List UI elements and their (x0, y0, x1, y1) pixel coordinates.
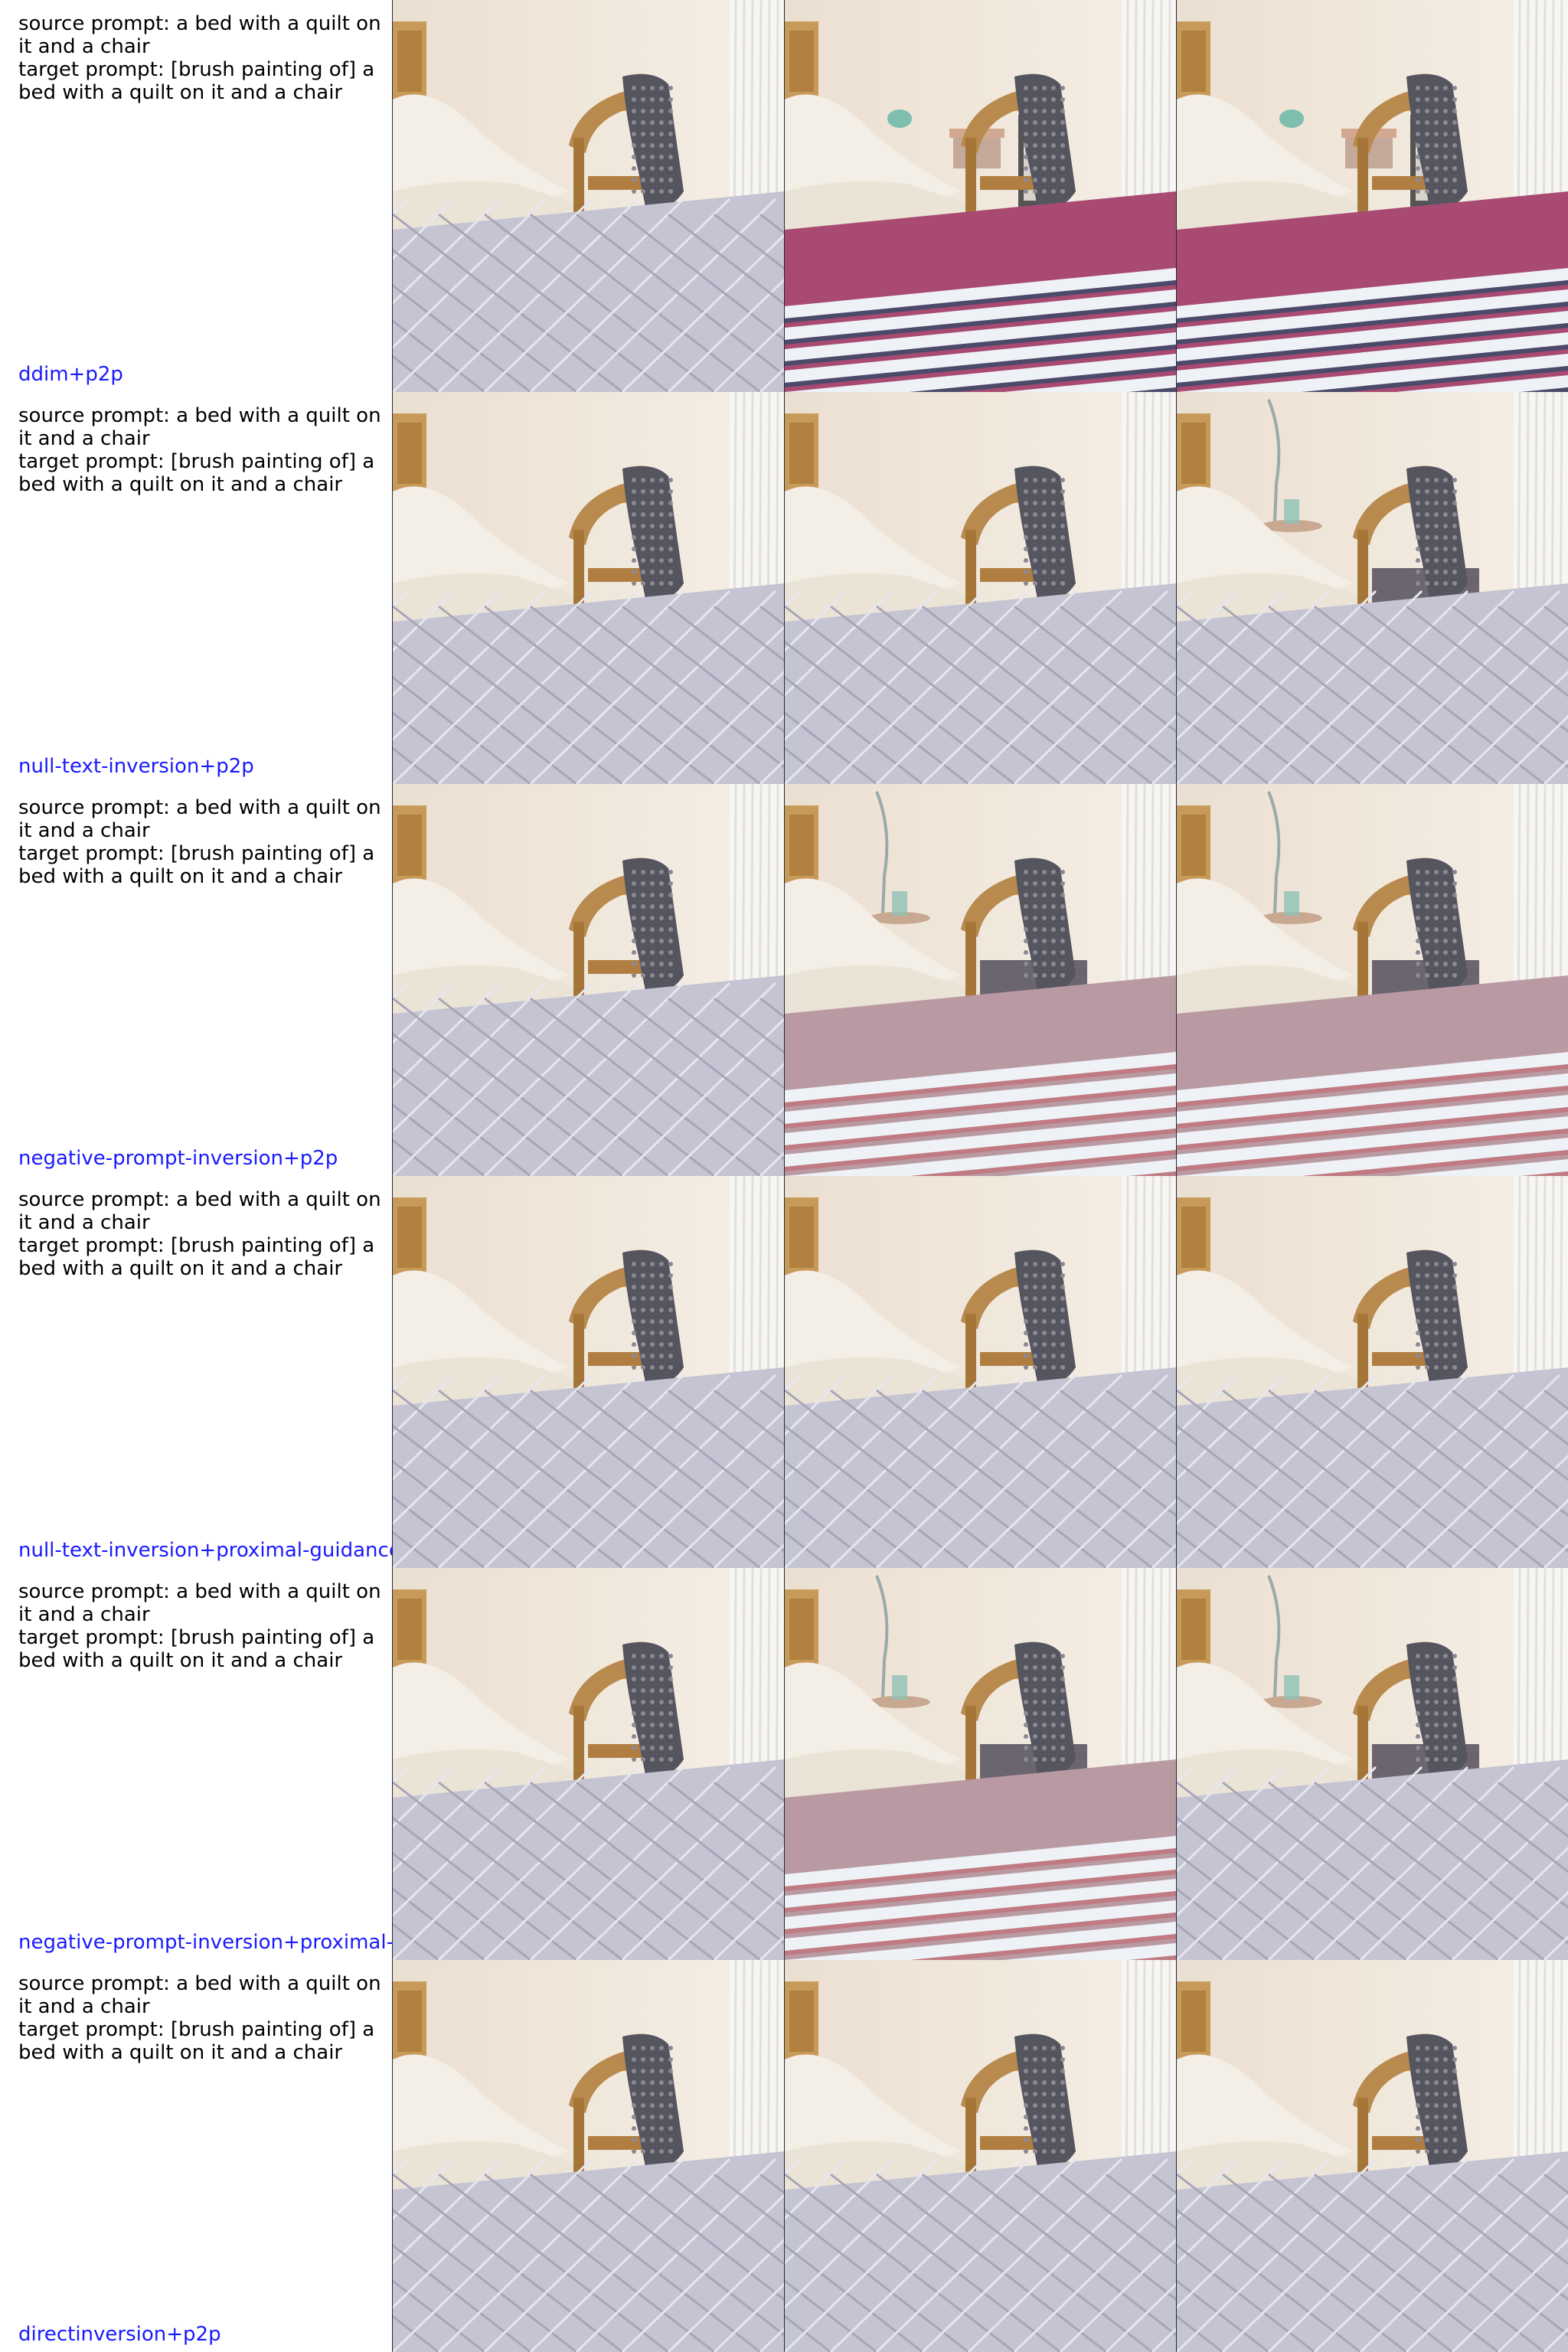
bed-image (1176, 1568, 1568, 1960)
bed-image (392, 1960, 784, 2352)
source-prompt: source prompt: a bed with a quilt on it … (18, 1580, 387, 1626)
method-label: null-text-inversion+proximal-guidance (18, 1539, 392, 1562)
bed-image (784, 0, 1176, 392)
bed-image (392, 784, 784, 1176)
method-label: null-text-inversion+p2p (18, 755, 254, 778)
bed-image (1176, 1176, 1568, 1568)
target-prompt: target prompt: [brush painting of] a bed… (18, 58, 381, 104)
prompt-text: source prompt: a bed with a quilt on it … (18, 1972, 392, 2064)
method-label: negative-prompt-inversion+proximal-guida… (18, 1931, 392, 1954)
result-row: source prompt: a bed with a quilt on it … (0, 392, 1568, 784)
result-row: source prompt: a bed with a quilt on it … (0, 1176, 1568, 1568)
row-label-cell: source prompt: a bed with a quilt on it … (0, 0, 392, 392)
bed-image (784, 1960, 1176, 2352)
row-label-cell: source prompt: a bed with a quilt on it … (0, 392, 392, 784)
prompt-text: source prompt: a bed with a quilt on it … (18, 796, 392, 888)
target-prompt: target prompt: [brush painting of] a bed… (18, 842, 381, 888)
result-row: source prompt: a bed with a quilt on it … (0, 0, 1568, 392)
bed-image (1176, 784, 1568, 1176)
row-label-cell: source prompt: a bed with a quilt on it … (0, 1568, 392, 1960)
source-prompt: source prompt: a bed with a quilt on it … (18, 12, 387, 58)
bed-image (392, 1568, 784, 1960)
prompt-text: source prompt: a bed with a quilt on it … (18, 1580, 392, 1672)
bed-image (784, 1176, 1176, 1568)
target-prompt: target prompt: [brush painting of] a bed… (18, 1626, 381, 1672)
bed-image (784, 392, 1176, 784)
bed-image (1176, 392, 1568, 784)
row-label-cell: source prompt: a bed with a quilt on it … (0, 784, 392, 1176)
target-prompt: target prompt: [brush painting of] a bed… (18, 450, 381, 496)
prompt-text: source prompt: a bed with a quilt on it … (18, 404, 392, 496)
bed-image (1176, 0, 1568, 392)
row-label-cell: source prompt: a bed with a quilt on it … (0, 1960, 392, 2352)
bed-image (784, 784, 1176, 1176)
bed-image (1176, 1960, 1568, 2352)
method-label: directinversion+p2p (18, 2323, 221, 2346)
bed-image (392, 0, 784, 392)
prompt-text: source prompt: a bed with a quilt on it … (18, 1188, 392, 1280)
result-row: source prompt: a bed with a quilt on it … (0, 1960, 1568, 2352)
source-prompt: source prompt: a bed with a quilt on it … (18, 1972, 387, 2018)
target-prompt: target prompt: [brush painting of] a bed… (18, 1234, 381, 1280)
result-row: source prompt: a bed with a quilt on it … (0, 784, 1568, 1176)
bed-image (784, 1568, 1176, 1960)
method-label: negative-prompt-inversion+p2p (18, 1147, 338, 1170)
source-prompt: source prompt: a bed with a quilt on it … (18, 1188, 387, 1234)
source-prompt: source prompt: a bed with a quilt on it … (18, 404, 387, 450)
row-label-cell: source prompt: a bed with a quilt on it … (0, 1176, 392, 1568)
prompt-text: source prompt: a bed with a quilt on it … (18, 12, 392, 104)
target-prompt: target prompt: [brush painting of] a bed… (18, 2018, 381, 2064)
bed-image (392, 392, 784, 784)
source-prompt: source prompt: a bed with a quilt on it … (18, 796, 387, 842)
bed-image (392, 1176, 784, 1568)
result-row: source prompt: a bed with a quilt on it … (0, 1568, 1568, 1960)
method-label: ddim+p2p (18, 363, 123, 386)
